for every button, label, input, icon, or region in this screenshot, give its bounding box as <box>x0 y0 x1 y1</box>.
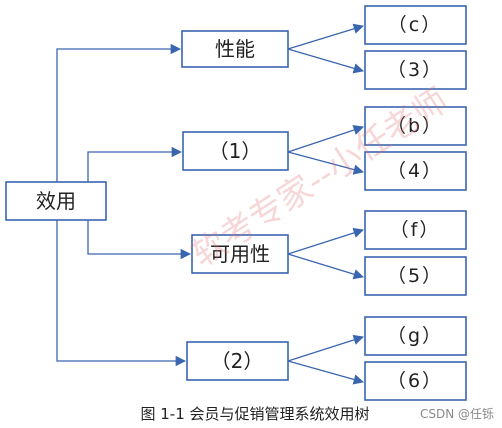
credit-label: CSDN @任铄 <box>420 406 494 421</box>
leaf-node-label: （5） <box>387 265 443 287</box>
edge-attr-1-leaf-2 <box>287 48 364 74</box>
edge-attr-4-leaf-1 <box>287 334 364 362</box>
edge-attr-4-leaf-2 <box>287 360 365 385</box>
leaf-node-g: （g） <box>364 316 467 356</box>
root-node: 效用 <box>5 181 107 221</box>
leaf-node-label: （4） <box>387 160 443 182</box>
leaf-node-label: （f） <box>390 219 441 241</box>
leaf-node-5: （5） <box>364 256 467 296</box>
leaf-node-c: （c） <box>364 5 467 45</box>
attribute-node-2: （1） <box>182 131 289 171</box>
attribute-node-1: 性能 <box>181 30 289 68</box>
leaf-edges <box>287 23 365 385</box>
root-node-label: 效用 <box>36 189 76 213</box>
leaf-node-label: （b） <box>387 115 443 137</box>
attribute-node-3: 可用性 <box>191 234 289 274</box>
edge-root-to-attr-2 <box>87 146 183 182</box>
leaf-node-label: （c） <box>388 14 442 36</box>
edge-root-to-attr-1 <box>56 43 182 182</box>
figure-caption: 图 1-1 会员与促销管理系统效用树 <box>140 405 369 423</box>
leaf-node-b: （b） <box>364 106 467 146</box>
attribute-node-label: （2） <box>211 349 264 373</box>
root-edges <box>56 43 192 367</box>
edge-attr-1-leaf-1 <box>287 23 364 50</box>
attribute-node-label: 性能 <box>215 37 255 61</box>
leaf-node-6: （6） <box>364 361 467 401</box>
edge-root-to-attr-3 <box>87 220 192 260</box>
leaf-node-f: （f） <box>364 210 467 250</box>
attribute-node-label: （1） <box>209 139 262 163</box>
edge-attr-2-leaf-2 <box>287 151 365 175</box>
attribute-node-label: 可用性 <box>210 242 270 266</box>
leaf-node-label: （3） <box>387 59 443 81</box>
edge-attr-3-leaf-2 <box>287 253 364 280</box>
edge-attr-3-leaf-1 <box>287 227 364 255</box>
leaf-node-3: （3） <box>364 50 467 90</box>
leaf-node-label: （g） <box>387 325 443 347</box>
edge-attr-2-leaf-1 <box>287 125 364 153</box>
edge-root-to-attr-4 <box>56 220 187 367</box>
attribute-node-4: （2） <box>186 341 289 381</box>
leaf-node-label: （6） <box>387 370 443 392</box>
leaf-node-4: （4） <box>364 151 467 191</box>
